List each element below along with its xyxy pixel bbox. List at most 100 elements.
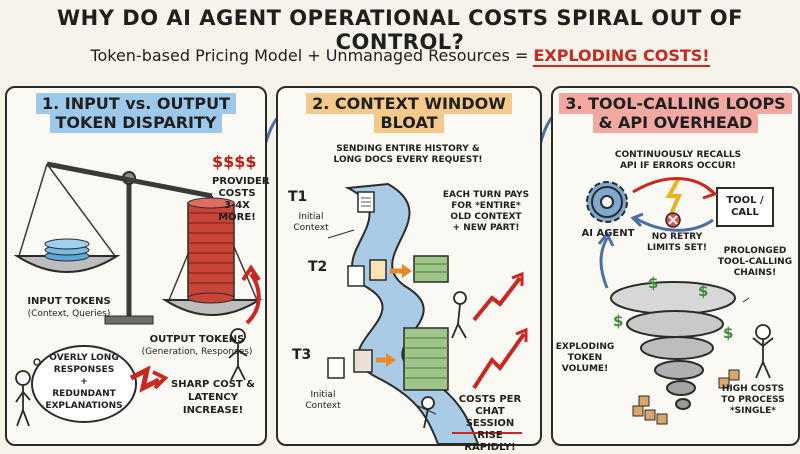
turn-label-t1: T1 — [288, 189, 308, 205]
bubble-line: + — [80, 377, 88, 387]
high-costs-text: HIGH COSTS TO PROCESS *SINGLE* — [713, 384, 793, 417]
t3-label-line: Context — [305, 401, 341, 411]
high-costs-line: TO PROCESS — [721, 395, 785, 405]
t3-initial-context: Initial Context — [300, 390, 346, 412]
page-subtitle: Token-based Pricing Model + Unmanaged Re… — [0, 46, 800, 67]
dollar-icon: $ — [648, 274, 658, 292]
panel3-title: 3. TOOL-CALLING LOOPS & API OVERHEAD — [553, 93, 798, 133]
prolonged-line: PROLONGED — [723, 246, 787, 256]
note-bottom-line: RISE RAPIDLY! — [464, 430, 516, 453]
panel-token-disparity: 1. INPUT vs. OUTPUT TOKEN DISPARITY — [5, 86, 270, 446]
t1-initial-context: Initial Context — [288, 212, 334, 234]
high-costs-line: HIGH COSTS — [721, 384, 785, 394]
note-bottom-line: CHAT SESSION — [465, 406, 515, 429]
data-boxes-icon — [632, 369, 740, 425]
page-title: WHY DO AI AGENT OPERATIONAL COSTS SPIRAL… — [57, 6, 743, 54]
exploding-volume-text: EXPLODING TOKEN VOLUME! — [555, 342, 615, 375]
dollar-icon: $ — [723, 324, 733, 342]
input-tokens-sub: (Context, Queries) — [27, 309, 111, 319]
prolonged-line: CHAINS! — [733, 268, 777, 278]
sharp-cost-text: SHARP COST & LATENCY INCREASE! — [165, 378, 261, 417]
tool-note-line: API IF ERRORS OCCUR! — [619, 161, 737, 171]
provider-costs-line: 3-4X — [224, 200, 250, 211]
panel2-title-line2: BLOAT — [374, 112, 444, 133]
no-retry-line: NO RETRY — [651, 232, 703, 242]
sharp-cost-line: INCREASE! — [182, 405, 244, 416]
money-stack-icon — [413, 255, 449, 283]
dollar-icon: $ — [613, 312, 623, 330]
output-tokens-label: OUTPUT TOKENS — [149, 334, 245, 345]
high-costs-line: *SINGLE* — [729, 406, 777, 416]
provider-costs-line: MORE! — [218, 212, 256, 223]
dollar-icon: $ — [698, 282, 708, 300]
t1-label-line: Initial — [298, 212, 324, 222]
panel1-title-line2: TOKEN DISPARITY — [49, 112, 223, 133]
subtitle-highlight: EXPLODING COSTS! — [533, 46, 710, 67]
exploding-line: VOLUME! — [561, 364, 609, 374]
worker-figure-icon — [421, 291, 467, 429]
context-note-bottom: COSTS PER CHAT SESSION RISE RAPIDLY! — [450, 394, 530, 454]
tool-call-box — [716, 187, 774, 227]
provider-costs-text: PROVIDER COSTS 3-4X MORE! — [212, 176, 270, 224]
provider-costs-line: PROVIDER — [212, 176, 270, 187]
document-icon — [347, 259, 387, 287]
prolonged-chains-text: PROLONGED TOOL-CALLING CHAINS! — [713, 246, 797, 279]
turn-label-t2: T2 — [308, 259, 328, 275]
context-river-illustration — [327, 182, 528, 444]
bubble-line: RESPONSES — [53, 365, 115, 375]
sharp-cost-line: LATENCY — [188, 392, 238, 403]
no-retry-text: NO RETRY LIMITS SET! — [645, 232, 709, 254]
panel1-title-line1: 1. INPUT vs. OUTPUT — [35, 93, 237, 114]
bubble-text: OVERLY LONG RESPONSES + REDUNDANT EXPLAN… — [37, 352, 131, 412]
context-note-right: EACH TURN PAYS FOR *ENTIRE* OLD CONTEXT … — [438, 190, 534, 234]
turn-label-t3: T3 — [292, 347, 312, 363]
context-note-top: SENDING ENTIRE HISTORY & LONG DOCS EVERY… — [318, 144, 498, 166]
ai-agent-label: AI AGENT — [581, 228, 635, 239]
bubble-line: EXPLANATIONS — [45, 401, 123, 411]
context-river — [344, 182, 480, 444]
document-icon — [357, 191, 375, 213]
gear-icon — [586, 181, 628, 223]
panel2-title: 2. CONTEXT WINDOW BLOAT — [278, 93, 540, 133]
lightning-icon — [665, 177, 683, 215]
tornado-icon — [610, 281, 736, 410]
exploding-line: TOKEN — [567, 353, 603, 363]
output-coin-stack — [187, 197, 235, 304]
note-right-line: + NEW PART! — [452, 223, 520, 233]
output-tokens-sub: (Generation, Responses) — [141, 347, 253, 357]
tool-label-line: TOOL / — [726, 195, 764, 206]
document-icon — [327, 349, 373, 379]
panel3-title-line1: 3. TOOL-CALLING LOOPS — [559, 93, 792, 114]
note-line: LONG DOCS EVERY REQUEST! — [333, 155, 483, 165]
money-stack-icon — [403, 327, 449, 391]
panel2-title-line1: 2. CONTEXT WINDOW — [306, 93, 512, 114]
input-coin-stack — [44, 238, 90, 262]
balance-scale-illustration — [13, 161, 263, 427]
provider-costs-line: COSTS — [218, 188, 256, 199]
dollar-signs: $$$$ — [212, 152, 257, 171]
input-tokens-label: INPUT TOKENS — [27, 296, 111, 307]
note-bottom-line: COSTS PER — [458, 394, 522, 405]
sharp-cost-line: SHARP COST & — [171, 379, 255, 390]
bubble-line: REDUNDANT — [52, 389, 116, 399]
note-right-line: FOR *ENTIRE* — [451, 201, 521, 211]
t1-label-line: Context — [293, 223, 329, 233]
panel-tool-calling: 3. TOOL-CALLING LOOPS & API OVERHEAD — [551, 86, 800, 446]
note-right-line: OLD CONTEXT — [450, 212, 522, 222]
panel1-title: 1. INPUT vs. OUTPUT TOKEN DISPARITY — [7, 93, 265, 133]
thought-bubble — [31, 345, 137, 423]
note-line: SENDING ENTIRE HISTORY & — [336, 144, 480, 154]
panel-context-bloat: 2. CONTEXT WINDOW BLOAT — [276, 86, 542, 453]
panel3-title-line2: & API OVERHEAD — [592, 112, 759, 133]
tool-call-label: TOOL / CALL — [717, 195, 773, 219]
exploding-line: EXPLODING — [555, 342, 615, 352]
stick-figure-icon — [228, 328, 248, 381]
tool-note-line: CONTINUOUSLY RECALLS — [614, 150, 742, 160]
t3-label-line: Initial — [310, 390, 336, 400]
no-retry-line: LIMITS SET! — [646, 243, 708, 253]
tool-loop-illustration: $ $ $ $ — [586, 177, 774, 425]
tool-label-line: CALL — [731, 207, 759, 218]
thinking-figure-icon — [15, 370, 31, 427]
bubble-line: OVERLY LONG — [49, 353, 119, 363]
